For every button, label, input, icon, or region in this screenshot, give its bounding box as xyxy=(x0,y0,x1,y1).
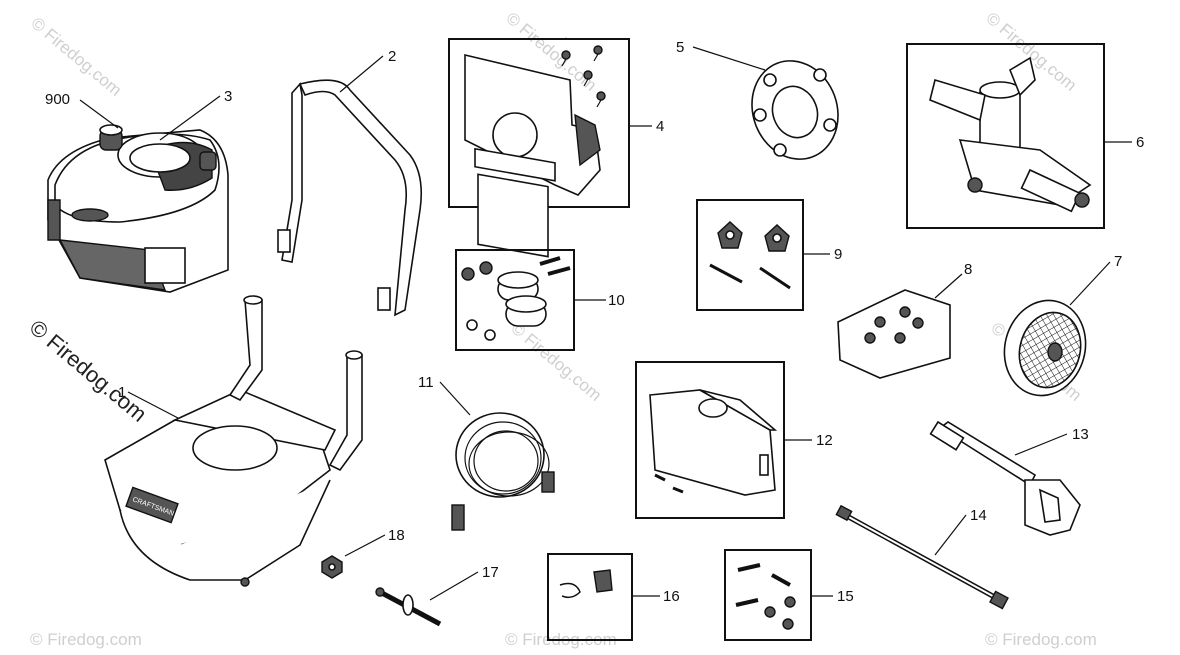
watermark-text: © Firedog.com xyxy=(30,630,142,649)
callout-12: 12 xyxy=(816,432,833,449)
callout-7: 7 xyxy=(1114,253,1122,270)
panel-part[interactable] xyxy=(464,37,606,258)
axle-hardware-part[interactable] xyxy=(461,256,571,341)
hose-reel-mount-part[interactable] xyxy=(738,49,851,172)
fuel-tank-part[interactable] xyxy=(649,389,778,496)
callout-3: 3 xyxy=(224,88,232,105)
watermark-text: © Firedog.com xyxy=(27,14,125,100)
callout-4: 4 xyxy=(656,118,664,135)
callout-8: 8 xyxy=(964,261,972,278)
spray-lance-part[interactable] xyxy=(835,504,1009,610)
hardware-set-15[interactable] xyxy=(735,563,796,630)
callout-10: 10 xyxy=(608,292,625,309)
watermark-text: © Firedog.com xyxy=(507,319,605,405)
spray-gun-part[interactable] xyxy=(929,420,1081,536)
pump-part[interactable] xyxy=(929,56,1092,213)
knob-set-part[interactable] xyxy=(709,221,791,290)
frame-part[interactable]: CRAFTSMAN xyxy=(104,295,363,587)
kit-box-15 xyxy=(724,549,812,641)
handle-part[interactable] xyxy=(277,79,423,317)
callout-18: 18 xyxy=(388,527,405,544)
callout-2: 2 xyxy=(388,48,396,65)
nut-part[interactable] xyxy=(321,555,343,579)
callout-14: 14 xyxy=(970,507,987,524)
callout-6: 6 xyxy=(1136,134,1144,151)
wheel-part[interactable] xyxy=(994,291,1096,404)
engine-part[interactable] xyxy=(47,124,229,293)
callout-11: 11 xyxy=(418,374,434,391)
axle-part[interactable] xyxy=(375,587,442,627)
kit-box-9 xyxy=(696,199,804,311)
hose-part[interactable] xyxy=(451,412,555,531)
callout-900: 900 xyxy=(45,91,70,108)
nozzle-pack-part[interactable] xyxy=(837,289,951,379)
callout-9: 9 xyxy=(834,246,842,263)
callout-17: 17 xyxy=(482,564,499,581)
callout-5: 5 xyxy=(676,39,684,56)
watermark-text: © Firedog.com xyxy=(985,630,1097,649)
watermark-main: © Firedog.com xyxy=(25,315,152,427)
kit-box-6 xyxy=(906,43,1105,229)
kit-box-16 xyxy=(547,553,633,641)
callout-13: 13 xyxy=(1072,426,1089,443)
screw-set-4 xyxy=(561,45,606,108)
callout-1: 1 xyxy=(118,384,126,401)
callout-15: 15 xyxy=(837,588,854,605)
clip-set-16[interactable] xyxy=(559,569,613,599)
callout-16: 16 xyxy=(663,588,680,605)
